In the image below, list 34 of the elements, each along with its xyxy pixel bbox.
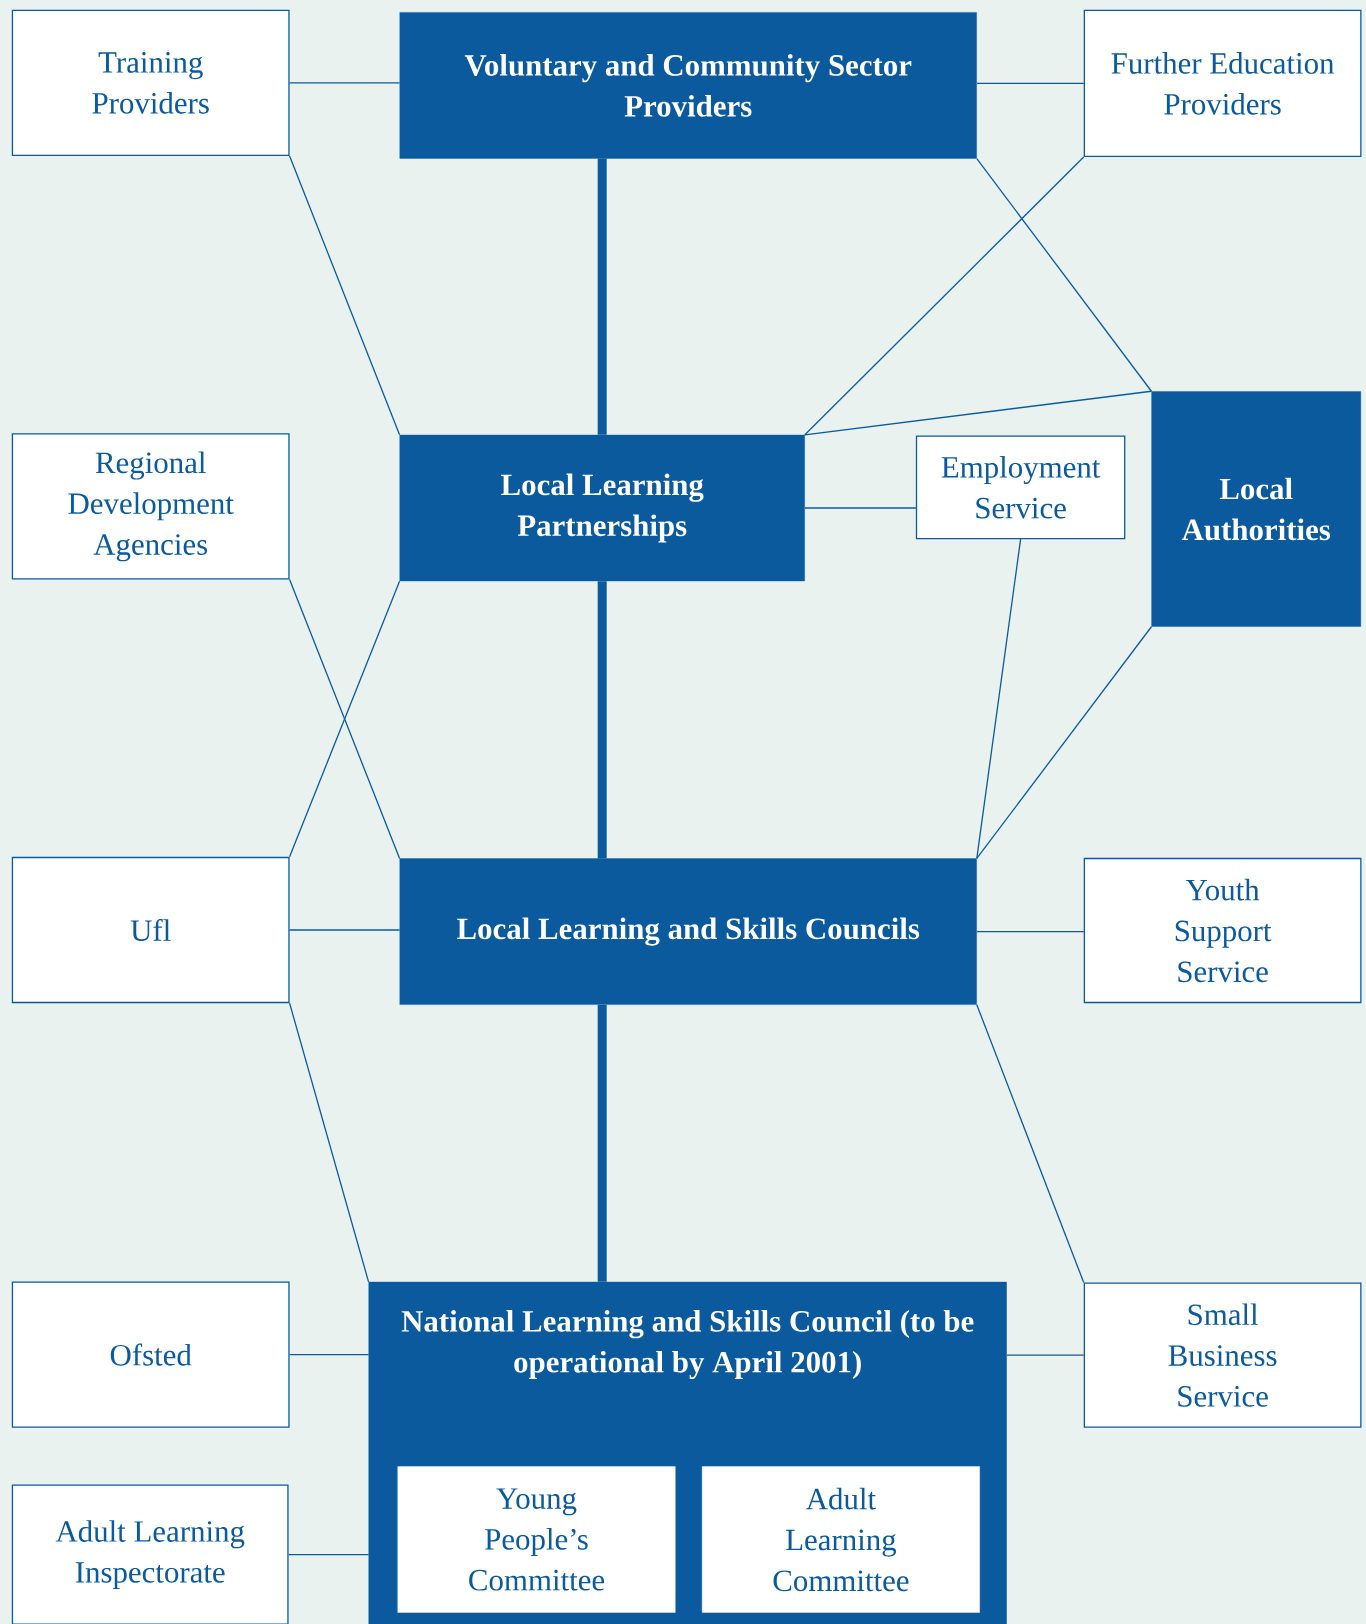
connector-line bbox=[287, 1553, 370, 1556]
connector-line bbox=[976, 930, 1085, 933]
organisation-box: Local Authorities bbox=[1151, 391, 1361, 627]
connector-line bbox=[976, 538, 1022, 860]
connector-line bbox=[1006, 1354, 1085, 1356]
connector-line bbox=[804, 507, 917, 509]
organisation-box: Youth Support Service bbox=[1083, 857, 1362, 1004]
organisation-box: Adult Learning Inspectorate bbox=[11, 1484, 289, 1624]
connector-line bbox=[288, 82, 401, 84]
connector-line bbox=[597, 581, 607, 859]
organisation-box: Employment Service bbox=[915, 435, 1126, 540]
connector-line bbox=[804, 156, 1085, 436]
organisation-box: Ufl bbox=[11, 856, 290, 1004]
organisation-box: Training Providers bbox=[11, 9, 290, 157]
connector-line bbox=[976, 626, 1153, 860]
connector-line bbox=[288, 929, 401, 931]
connector-line bbox=[976, 157, 1153, 392]
connector-line bbox=[597, 1004, 607, 1282]
organisation-box: Young People’s Committee bbox=[397, 1466, 676, 1613]
connector-line bbox=[288, 1353, 370, 1356]
connector-line bbox=[804, 390, 1153, 436]
organisation-box: Local Learning and Skills Councils bbox=[399, 858, 977, 1005]
connector-line bbox=[597, 158, 607, 435]
connector-line bbox=[976, 82, 1085, 85]
organisation-box: Local Learning Partnerships bbox=[399, 434, 805, 582]
organisation-box: Further Education Providers bbox=[1083, 9, 1362, 158]
connector-line bbox=[288, 1002, 370, 1283]
organisation-box: Ofsted bbox=[11, 1281, 290, 1428]
connector-line bbox=[288, 155, 401, 436]
organisation-box: Adult Learning Committee bbox=[701, 1466, 980, 1613]
organisation-box: Regional Development Agencies bbox=[11, 433, 290, 580]
organisation-box: Voluntary and Community Sector Providers bbox=[399, 12, 977, 159]
organisation-box: Small Business Service bbox=[1083, 1282, 1362, 1428]
connector-line bbox=[976, 1004, 1085, 1284]
